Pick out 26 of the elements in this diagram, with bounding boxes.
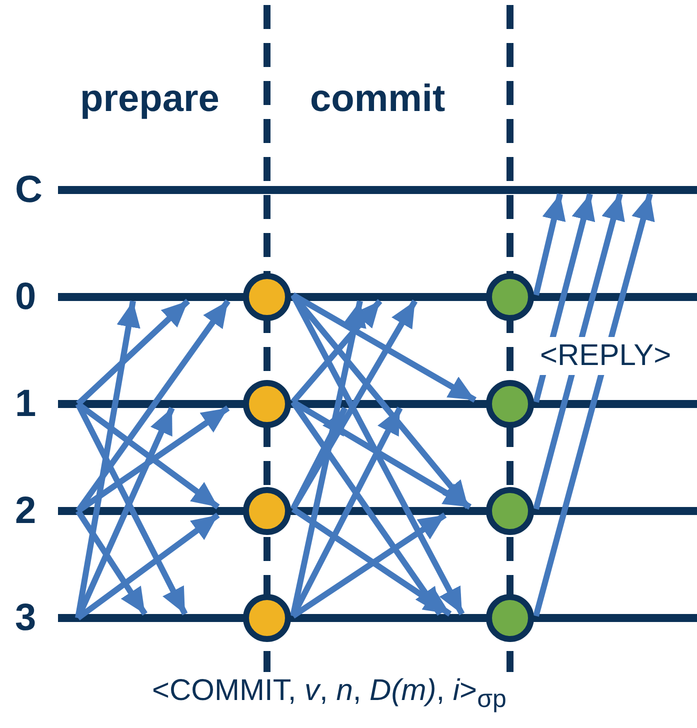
state-circle [243,487,291,535]
message-arrow [76,299,230,513]
state-circle [486,487,534,535]
message-arrow [290,299,382,404]
message-arrow [290,400,442,616]
message-arrow [75,300,140,619]
message-arrow [533,193,566,296]
replica-label: 3 [15,598,36,638]
replica-label: C [15,170,42,210]
phase-label: prepare [80,78,220,121]
replica-label: 1 [15,384,36,424]
message-arrow [290,406,403,618]
message-arrow [76,512,220,620]
message-arrow [75,509,148,616]
message-arrow [290,406,348,510]
message-arrow [290,294,465,616]
message-label: <COMMIT, v, n, D(m), i>$_{σp}$ [152,674,506,714]
message-arrow [76,298,190,406]
replica-label: 2 [15,491,36,531]
phase-label: commit [310,78,446,121]
message-arrow [533,193,655,617]
replica-label: 0 [15,277,36,317]
message-arrow [292,292,476,403]
message-arrow [533,193,625,510]
message-arrow [291,399,472,510]
message-arrow [290,300,366,617]
